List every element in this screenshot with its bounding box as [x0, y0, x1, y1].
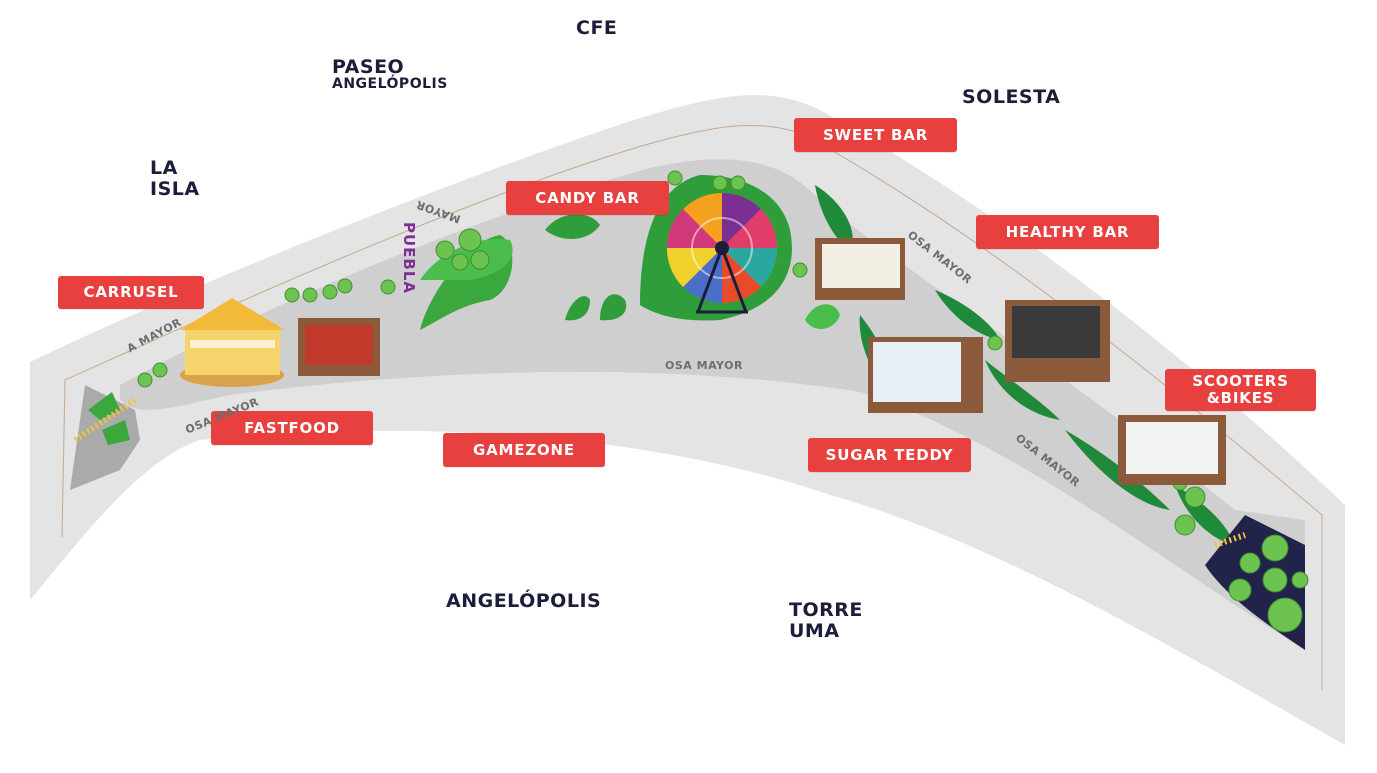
road-outline — [61, 124, 1323, 690]
road-band — [30, 95, 1345, 746]
lawn — [935, 290, 1000, 340]
left-lawn — [102, 420, 130, 445]
area-label-torre-uma: TORRE UMA — [789, 599, 863, 642]
crosswalk — [1214, 532, 1246, 548]
poi-carrusel[interactable]: CARRUSEL — [58, 276, 204, 309]
area-label-solesta: SOLESTA — [962, 86, 1061, 108]
carousel — [180, 298, 285, 387]
area-label-paseo-sub: ANGELÓPOLIS — [332, 76, 448, 92]
area-label-la-isla: LA ISLA — [150, 157, 200, 200]
lawn — [985, 360, 1060, 420]
poi-sweet-bar[interactable]: SWEET BAR — [794, 118, 957, 152]
area-label-paseo: PASEO — [332, 56, 405, 78]
area-label-cfe: CFE — [576, 17, 618, 39]
lawn — [1065, 430, 1170, 510]
crosswalk — [73, 397, 137, 443]
poi-candy-bar[interactable]: CANDY BAR — [506, 181, 669, 215]
street-label-osa-mayor-center: OSA MAYOR — [665, 359, 743, 372]
kiosks — [298, 238, 1226, 485]
puebla-sign: PUEBLA — [400, 222, 418, 295]
lawn — [565, 296, 590, 321]
lawn — [805, 304, 840, 330]
poi-gamezone[interactable]: GAMEZONE — [443, 433, 605, 467]
lawn — [815, 185, 853, 250]
poi-healthy-bar[interactable]: HEALTHY BAR — [976, 215, 1159, 249]
lawn — [545, 214, 600, 240]
poi-scooters-bikes[interactable]: SCOOTERS &BIKES — [1165, 369, 1316, 411]
trees — [137, 170, 1309, 633]
poi-sugar-teddy[interactable]: SUGAR TEDDY — [808, 438, 971, 472]
lawn — [600, 294, 627, 321]
ferris-wheel — [666, 192, 778, 314]
area-label-angelopolis: ANGELÓPOLIS — [446, 590, 602, 612]
plaza-area — [120, 159, 1305, 651]
poi-fastfood[interactable]: FASTFOOD — [211, 411, 373, 445]
